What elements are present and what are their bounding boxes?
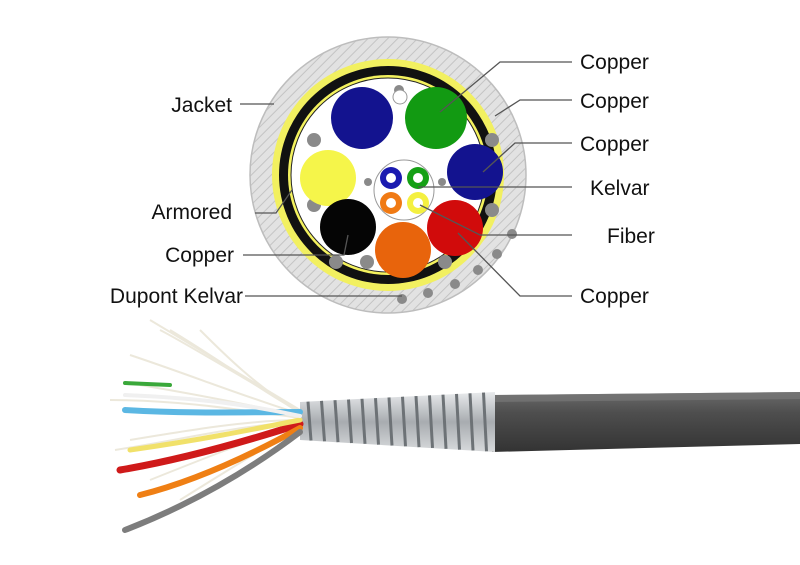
armor-band xyxy=(320,400,326,442)
armor-band xyxy=(333,400,340,443)
wire-green-tip xyxy=(123,381,172,387)
label-copper-2: Copper xyxy=(580,90,649,113)
armor-band xyxy=(428,395,434,449)
wire-red xyxy=(116,420,304,474)
label-copper-1: Copper xyxy=(580,51,649,74)
label-jacket: Jacket xyxy=(171,94,232,117)
armor-band xyxy=(360,398,367,444)
label-copper-4: Copper xyxy=(580,285,649,308)
armor-band xyxy=(414,395,421,448)
armor-sheath-photo xyxy=(300,392,495,452)
fiber-bundle xyxy=(373,159,435,221)
armor-band xyxy=(441,394,448,449)
kelvar-fillers xyxy=(397,229,517,304)
leader-lines xyxy=(240,61,572,297)
conductor-green xyxy=(405,87,467,149)
armor-band xyxy=(455,393,461,450)
label-armored: Armored xyxy=(151,201,232,224)
label-dupont-kelvar: Dupont Kelvar xyxy=(110,285,243,308)
wire-orange xyxy=(137,425,303,498)
conductor-yellow xyxy=(300,150,356,206)
armor-band xyxy=(374,398,380,445)
armor-band xyxy=(401,396,407,447)
armor-band xyxy=(387,397,394,446)
cable-cross-section xyxy=(249,36,527,314)
conductor-black xyxy=(320,199,376,255)
conductor-red xyxy=(427,200,483,256)
armor-band xyxy=(347,399,353,444)
wire-drain xyxy=(122,429,303,533)
armor-band xyxy=(482,392,488,452)
label-fiber: Fiber xyxy=(607,225,655,248)
armor-band xyxy=(468,393,475,451)
armor-band xyxy=(306,401,313,441)
colored-wires xyxy=(116,381,304,533)
labels: Jacket Armored Copper Dupont Kelvar Copp… xyxy=(110,51,655,308)
outer-jacket-photo xyxy=(492,392,800,452)
wire-yellow xyxy=(127,417,303,453)
label-kelvar: Kelvar xyxy=(590,177,650,200)
label-copper-left: Copper xyxy=(165,244,234,267)
core-fillers xyxy=(307,85,499,269)
cable-photo xyxy=(109,319,800,533)
label-copper-3: Copper xyxy=(580,133,649,156)
ripcord xyxy=(392,89,408,105)
conductor-blue-right xyxy=(447,144,503,200)
conductor-orange xyxy=(375,222,431,278)
conductor-blue-top xyxy=(331,87,393,149)
wire-white xyxy=(123,393,302,418)
